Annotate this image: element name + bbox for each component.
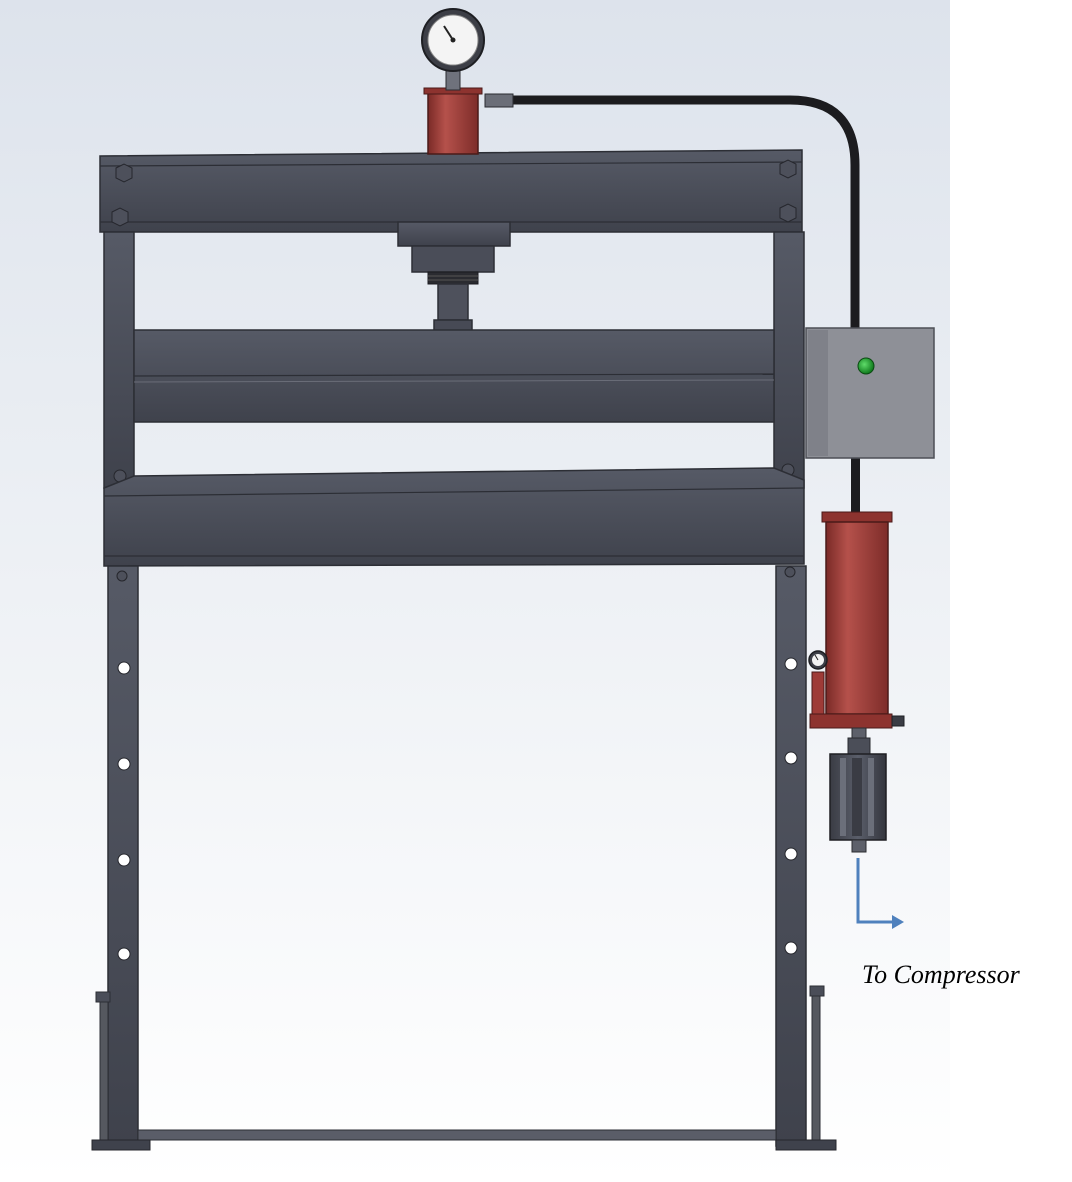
ram-mount [397,221,511,247]
pump-base [809,713,893,729]
pump-cap [821,511,893,523]
hydraulic-hose [505,95,860,335]
pressure-gauge-icon [421,8,485,72]
ram-collar [411,245,495,273]
air-hydraulic-pump [825,521,889,715]
bolt-icon [779,159,797,179]
adjustment-holes-right [784,657,798,955]
bottom-crossbar [137,1129,777,1141]
background-margin [950,0,1072,1182]
right-brace [811,985,821,1145]
right-foot [775,1139,837,1151]
bolt-icon [111,207,129,227]
compressor-arrow [856,858,904,929]
left-brace [99,991,109,1145]
pump-reservoir [811,671,825,715]
bed-beam [103,467,805,567]
left-foot [91,1139,151,1151]
hose-fitting [484,93,514,108]
bolt-icon [115,163,133,183]
right-upper-post [773,231,805,489]
adjustment-holes-left [117,661,131,961]
left-upper-post [103,231,135,489]
hose-lower [851,458,860,516]
air-inlet [851,839,867,853]
pump-gauge-icon [808,650,828,670]
pump-valve-knob [891,715,905,727]
bolt-icon [779,203,797,223]
ram-thread [427,271,479,285]
green-indicator-lamp [857,357,875,375]
hydraulic-cylinder [427,89,479,155]
compressor-label: To Compressor [862,960,1020,989]
ram-piston [437,283,469,321]
